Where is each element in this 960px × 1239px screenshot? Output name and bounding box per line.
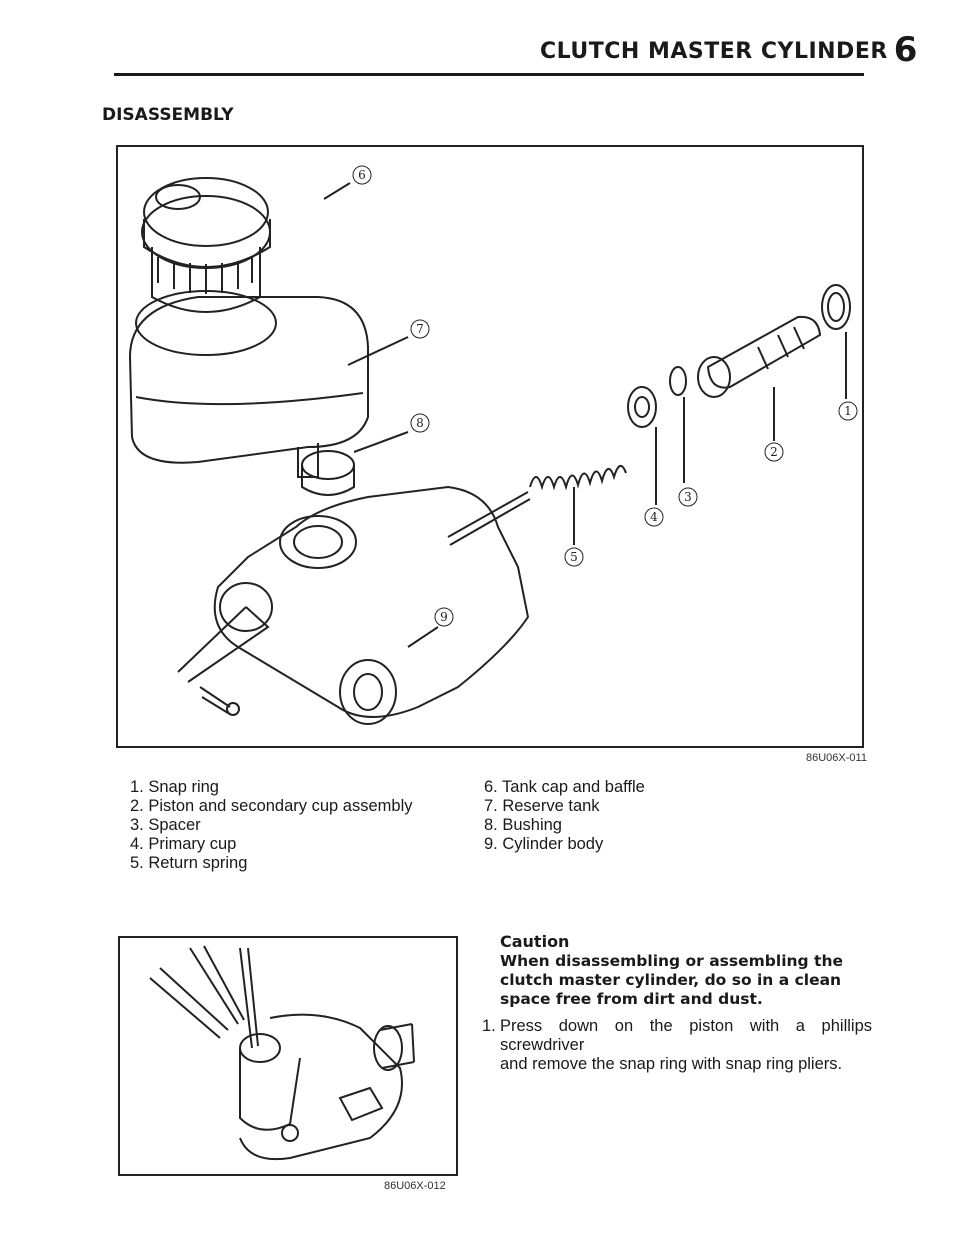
callout-9-circle bbox=[434, 607, 454, 627]
legend-item: 3. Spacer bbox=[130, 816, 201, 834]
figure-main-code: 86U06X-011 bbox=[806, 752, 867, 764]
callout-8-circle bbox=[410, 413, 430, 433]
callout-6: 6 bbox=[358, 168, 366, 182]
callout-4-circle bbox=[644, 507, 664, 527]
header-rule bbox=[114, 73, 864, 76]
step-text-line-2: and remove the snap ring with snap ring … bbox=[500, 1055, 843, 1073]
step-text-line-1: Press down on the piston with a phillips… bbox=[500, 1017, 872, 1054]
callout-5-circle bbox=[564, 547, 584, 567]
legend-item: 5. Return spring bbox=[130, 854, 248, 872]
chapter-number: 6 bbox=[893, 30, 918, 70]
legend-item: 7. Reserve tank bbox=[484, 797, 600, 815]
step-1: 1. Press down on the piston with a phill… bbox=[482, 1017, 872, 1074]
callout-9: 9 bbox=[440, 610, 448, 624]
legend-item: 8. Bushing bbox=[484, 816, 562, 834]
callout-4: 4 bbox=[650, 510, 658, 524]
exploded-view-drawing: 6 7 8 9 1 2 3 4 5 bbox=[128, 165, 858, 725]
callout-7: 7 bbox=[416, 322, 424, 336]
callout-1: 1 bbox=[844, 404, 852, 418]
step-number: 1. bbox=[482, 1017, 496, 1035]
figure-small-code: 86U06X-012 bbox=[384, 1180, 446, 1192]
callout-6-circle bbox=[352, 165, 372, 185]
callout-7-circle bbox=[410, 319, 430, 339]
legend-item: 2. Piston and secondary cup assembly bbox=[130, 797, 413, 815]
callout-2-circle bbox=[764, 442, 784, 462]
callout-8: 8 bbox=[416, 416, 424, 430]
snap-ring-removal-drawing bbox=[149, 945, 415, 1160]
caution-body: When disassembling or assembling the clu… bbox=[500, 952, 843, 1008]
callout-3: 3 bbox=[684, 490, 692, 504]
callout-2: 2 bbox=[770, 445, 778, 459]
legend-item: 4. Primary cup bbox=[130, 835, 237, 853]
callout-5: 5 bbox=[570, 550, 578, 564]
callout-1-circle bbox=[838, 401, 858, 421]
legend-item: 1. Snap ring bbox=[130, 778, 219, 796]
legend-item: 9. Cylinder body bbox=[484, 835, 604, 853]
snap-ring-removal-figure bbox=[118, 936, 458, 1176]
exploded-view-figure: 6 7 8 9 1 2 3 4 5 bbox=[116, 145, 864, 748]
section-heading: DISASSEMBLY bbox=[102, 105, 234, 125]
caution-title: Caution bbox=[500, 932, 570, 951]
figure-callouts: 6 7 8 9 1 2 3 4 5 bbox=[352, 165, 858, 627]
legend-left: 1. Snap ring 2. Piston and secondary cup… bbox=[130, 778, 413, 873]
callout-3-circle bbox=[678, 487, 698, 507]
legend-right: 6. Tank cap and baffle 7. Reserve tank 8… bbox=[484, 778, 645, 854]
header-title-text: CLUTCH MASTER CYLINDER bbox=[540, 39, 888, 64]
legend-item: 6. Tank cap and baffle bbox=[484, 778, 645, 796]
